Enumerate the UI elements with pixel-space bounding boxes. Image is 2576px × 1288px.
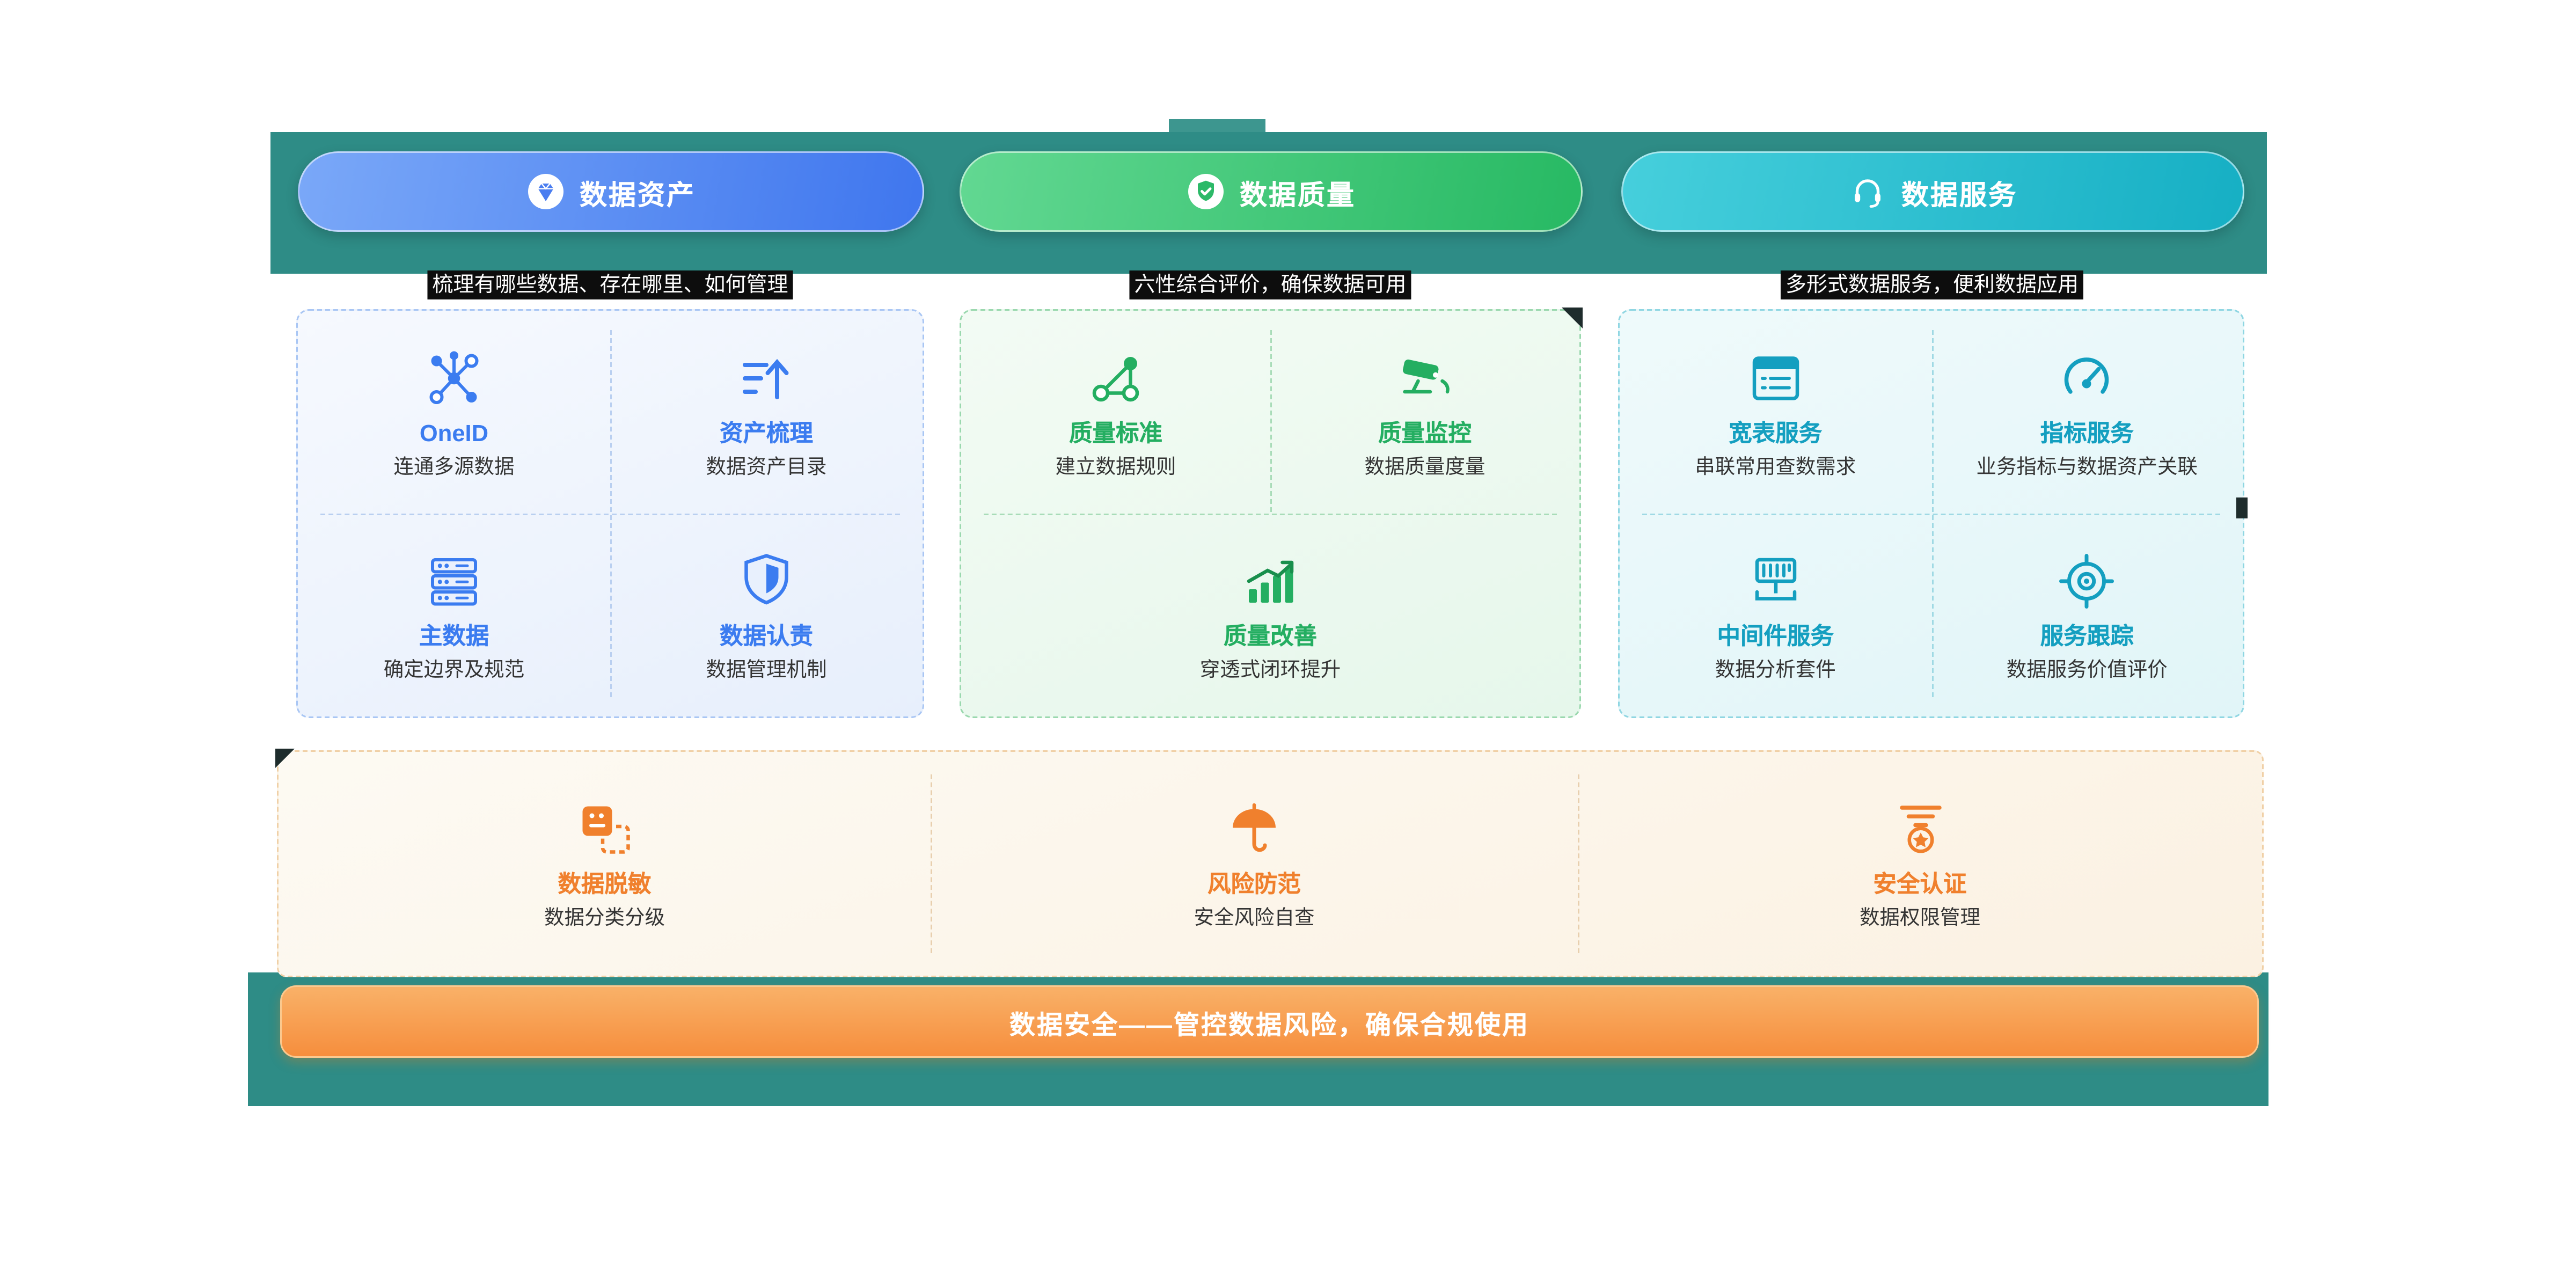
tab-label-data-asset: 数据资产 [580,179,696,210]
table-icon [1743,346,1807,411]
caption-data-service: 多形式数据服务，便利数据应用 [1780,270,2084,299]
divider [984,514,1557,515]
item-subtitle: 穿透式闭环提升 [1199,657,1341,680]
item-risk-prevention: 风险防范 安全风险自查 [931,752,1578,976]
chart-up-icon [1238,549,1302,613]
item-title: 宽表服务 [1729,421,1823,448]
middleware-icon [1743,549,1807,613]
item-data-accountability: 数据认责 数据管理机制 [610,514,923,716]
network-icon [422,346,486,411]
item-subtitle: 数据服务价值评价 [2006,657,2168,680]
tab-data-quality[interactable]: 数据质量 [960,151,1583,232]
item-data-masking: 数据脱敏 数据分类分级 [279,752,931,976]
item-title: 数据认责 [720,624,813,650]
tab-label-data-quality: 数据质量 [1240,179,1356,210]
divider [320,514,900,515]
tab-data-service[interactable]: 数据服务 [1621,151,2244,232]
item-subtitle: 数据权限管理 [1859,906,1980,930]
item-subtitle: 数据管理机制 [706,657,827,680]
divider [1270,330,1272,512]
item-title: 资产梳理 [720,421,813,448]
item-title: 主数据 [419,624,489,650]
sort-arrow-icon [734,346,799,411]
item-subtitle: 确定边界及规范 [383,657,525,680]
item-subtitle: 连通多源数据 [393,455,515,478]
card-data-service: 宽表服务 串联常用查数需求 指标服务 业务指标与数据资产关联 中间件服务 数据分… [1618,309,2248,718]
divider [1642,514,2220,515]
item-title: 数据脱敏 [558,873,652,899]
corner-accent [275,749,295,768]
headset-icon [1848,172,1887,211]
card-data-quality: 质量标准 建立数据规则 质量监控 数据质量度量 质量改善 穿透式闭环提升 [960,308,1583,718]
item-middleware-service: 中间件服务 数据分析套件 [1620,514,1931,716]
item-subtitle: 数据分析套件 [1715,657,1836,680]
tab-label-data-service: 数据服务 [1901,179,2017,210]
cctv-icon [1393,346,1457,411]
divider [931,774,932,953]
gem-icon [526,172,565,211]
item-quality-improvement: 质量改善 穿透式闭环提升 [961,514,1579,716]
item-quality-standard: 质量标准 建立数据规则 [961,311,1270,514]
item-subtitle: 业务指标与数据资产关联 [1976,455,2198,478]
item-title: 指标服务 [2040,421,2134,448]
item-wide-table-service: 宽表服务 串联常用查数需求 [1620,311,1931,514]
item-title: 质量监控 [1378,421,1472,448]
item-subtitle: 串联常用查数需求 [1695,455,1856,478]
database-icon [422,549,486,613]
tab-data-asset[interactable]: 数据资产 [298,151,924,232]
item-subtitle: 数据质量度量 [1364,455,1485,478]
ruler-nodes-icon [1084,346,1148,411]
top-tab [1169,119,1265,134]
item-security-certification: 安全认证 数据权限管理 [1578,752,2262,976]
security-banner: 数据安全——管控数据风险，确保合规使用 [280,985,2259,1058]
item-title: OneID [419,421,489,448]
card-data-asset: OneID 连通多源数据 资产梳理 数据资产目录 主数据 确定边界及规范 [296,309,924,718]
shield-check-icon [1187,172,1225,211]
caption-data-asset: 梳理有哪些数据、存在哪里、如何管理 [427,270,793,299]
badge-icon [1888,797,1952,862]
umbrella-icon [1222,797,1286,862]
item-title: 服务跟踪 [2040,624,2134,650]
divider [1578,774,1579,953]
item-asset-sorting: 资产梳理 数据资产目录 [610,311,923,514]
item-master-data: 主数据 确定边界及规范 [298,514,610,716]
edge-accent [2236,497,2248,518]
item-indicator-service: 指标服务 业务指标与数据资产关联 [1931,311,2243,514]
item-service-tracking: 服务跟踪 数据服务价值评价 [1931,514,2243,716]
item-oneid: OneID 连通多源数据 [298,311,610,514]
item-quality-monitoring: 质量监控 数据质量度量 [1270,311,1579,514]
target-icon [2055,549,2119,613]
shield-icon [734,549,799,613]
item-title: 安全认证 [1873,873,1967,899]
item-title: 质量标准 [1069,421,1162,448]
card-data-security: 数据脱敏 数据分类分级 风险防范 安全风险自查 安全认证 数据权限管理 [275,749,2264,977]
item-title: 风险防范 [1208,873,1301,899]
caption-data-quality: 六性综合评价，确保数据可用 [1129,270,1411,299]
item-subtitle: 数据分类分级 [544,906,665,930]
item-subtitle: 建立数据规则 [1055,455,1176,478]
item-title: 质量改善 [1224,624,1317,650]
mask-icon [573,797,637,862]
gauge-icon [2055,346,2119,411]
item-subtitle: 安全风险自查 [1194,906,1315,930]
corner-accent [1562,308,1583,328]
item-title: 中间件服务 [1717,624,1834,650]
item-subtitle: 数据资产目录 [706,455,827,478]
